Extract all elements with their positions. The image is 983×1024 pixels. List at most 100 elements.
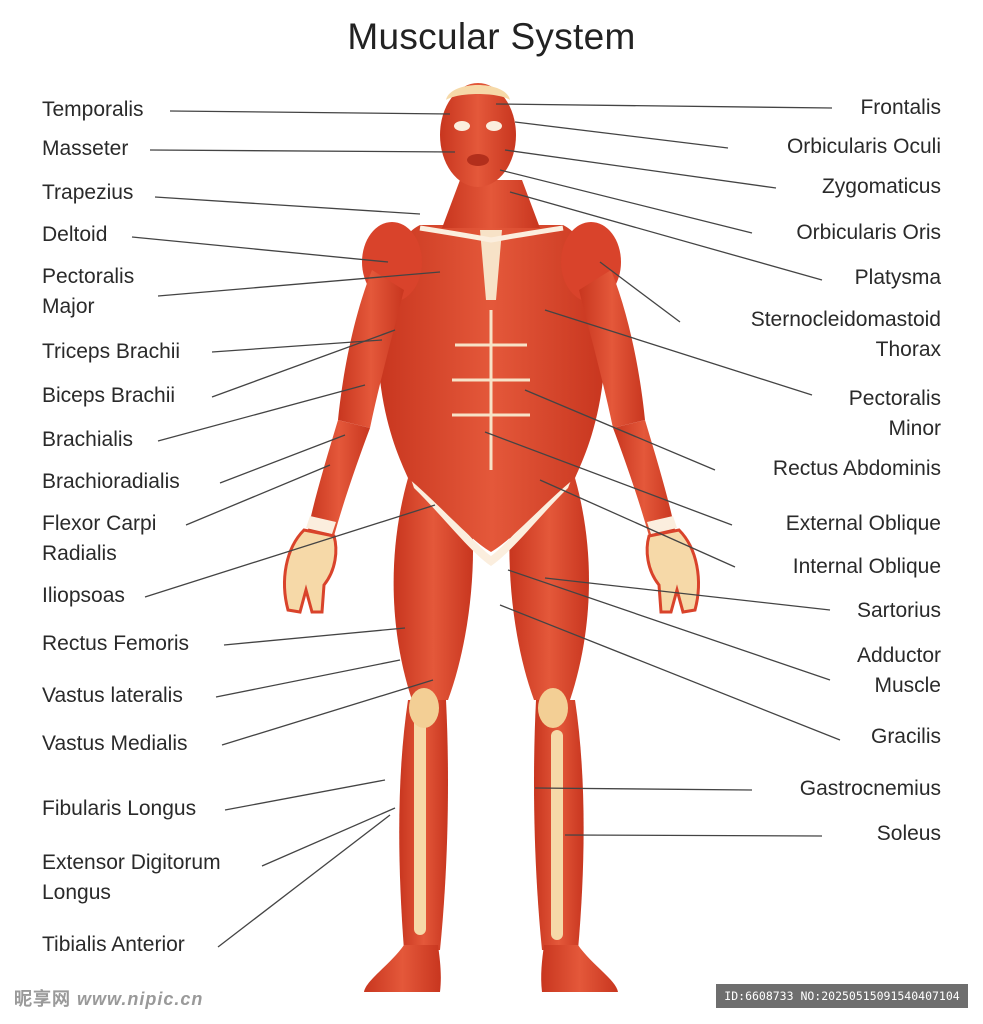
label-external-oblique: External Oblique [786, 509, 941, 539]
label-gracilis: Gracilis [871, 722, 941, 752]
label-zygomaticus: Zygomaticus [822, 172, 941, 202]
label-line: Major [42, 295, 95, 318]
label-orbicularis-oris: Orbicularis Oris [796, 218, 941, 248]
label-line: Masseter [42, 137, 129, 160]
label-line: Vastus Medialis [42, 732, 188, 755]
head [440, 83, 516, 187]
label-line: Sartorius [856, 599, 941, 622]
label-line: Temporalis [42, 98, 144, 121]
label-line: Minor [888, 417, 941, 440]
right-wrist-band [647, 516, 677, 534]
left-forearm [308, 420, 370, 536]
label-iliopsoas: Iliopsoas [42, 581, 125, 611]
label-line: Longus [42, 881, 111, 904]
label-line: Iliopsoas [42, 584, 125, 607]
label-line: Frontalis [860, 96, 941, 119]
watermark-id: ID:6608733 NO:20250515091540407104 [716, 984, 968, 1008]
label-line: Triceps Brachii [42, 340, 181, 363]
neck [442, 180, 540, 228]
label-line: Vastus lateralis [42, 684, 183, 707]
label-line: Trapezius [42, 181, 134, 204]
label-orbicularis-oculi: Orbicularis Oculi [787, 132, 941, 162]
label-brachioradialis: Brachioradialis [42, 467, 180, 497]
label-line: Pectoralis [42, 265, 135, 288]
label-line: Flexor Carpi [42, 512, 157, 535]
right-tibia-tendon [551, 730, 563, 940]
left-wrist-band [306, 516, 336, 534]
label-trapezius: Trapezius [42, 178, 133, 208]
leader-lines [131, 103, 841, 948]
label-line: Radialis [42, 542, 117, 565]
label-platysma: Platysma [855, 263, 941, 293]
label-line: Muscle [874, 674, 941, 697]
label-vastus-lateralis: Vastus lateralis [42, 681, 183, 711]
label-rectus-abdominis: Rectus Abdominis [773, 454, 941, 484]
diagram-title: Muscular System [347, 16, 636, 57]
label-line: Brachialis [42, 428, 134, 451]
label-line: Biceps Brachii [42, 384, 176, 407]
watermark-glyphs: 昵享网 [14, 989, 71, 1009]
label-gastrocnemius: Gastrocnemius [800, 774, 941, 804]
label-line: Adductor [856, 644, 941, 667]
label-line: Tibialis Anterior [42, 933, 185, 956]
label-sartorius: Sartorius [857, 596, 941, 626]
label-triceps-brachii: Triceps Brachii [42, 337, 180, 367]
right-eye [486, 121, 502, 131]
label-fibularis-longus: Fibularis Longus [42, 794, 196, 824]
label-line: External Oblique [785, 512, 941, 535]
label-line: Internal Oblique [792, 555, 941, 578]
label-line: Fibularis Longus [42, 797, 197, 820]
label-line: Orbicularis Oris [796, 221, 941, 244]
right-forearm [613, 420, 675, 536]
label-soleus: Soleus [877, 819, 941, 849]
abdominal-lines [452, 310, 530, 470]
right-foot [541, 945, 618, 992]
label-masseter: Masseter [42, 134, 128, 164]
right-thigh [509, 478, 589, 700]
label-line: Rectus Femoris [42, 632, 190, 655]
label-line: Orbicularis Oculi [786, 135, 941, 158]
left-eye [454, 121, 470, 131]
label-internal-oblique: Internal Oblique [793, 552, 941, 582]
clavicles [419, 225, 564, 243]
sternum [480, 230, 502, 300]
left-foot [364, 945, 441, 992]
label-line: Extensor Digitorum [42, 851, 221, 874]
left-hand [283, 528, 338, 614]
label-frontalis: Frontalis [860, 93, 941, 123]
label-line: Thorax [875, 338, 941, 361]
label-rectus-femoris: Rectus Femoris [42, 629, 189, 659]
label-line: Deltoid [42, 223, 108, 246]
left-kneecap [409, 688, 439, 728]
head-top [446, 85, 510, 100]
label-temporalis: Temporalis [42, 95, 144, 125]
label-line: Platysma [854, 266, 941, 289]
label-line: Gracilis [870, 725, 941, 748]
left-tibia-tendon [414, 710, 426, 935]
label-deltoid: Deltoid [42, 220, 107, 250]
watermark-site: 昵享网 www.nipic.cn [14, 985, 203, 1011]
label-line: Soleus [876, 822, 941, 845]
label-line: Brachioradialis [42, 470, 180, 493]
label-tibialis-anterior: Tibialis Anterior [42, 930, 185, 960]
label-line: Sternocleidomastoid [750, 308, 941, 331]
label-line: Rectus Abdominis [772, 457, 941, 480]
label-line: Pectoralis [848, 387, 941, 410]
mouth [467, 154, 489, 166]
right-hand [645, 528, 700, 614]
label-line: Zygomaticus [821, 175, 941, 198]
label-biceps-brachii: Biceps Brachii [42, 381, 175, 411]
label-brachialis: Brachialis [42, 425, 133, 455]
right-upper-arm [579, 270, 645, 428]
label-line: Gastrocnemius [799, 777, 941, 800]
right-kneecap [538, 688, 568, 728]
label-vastus-medialis: Vastus Medialis [42, 729, 188, 759]
